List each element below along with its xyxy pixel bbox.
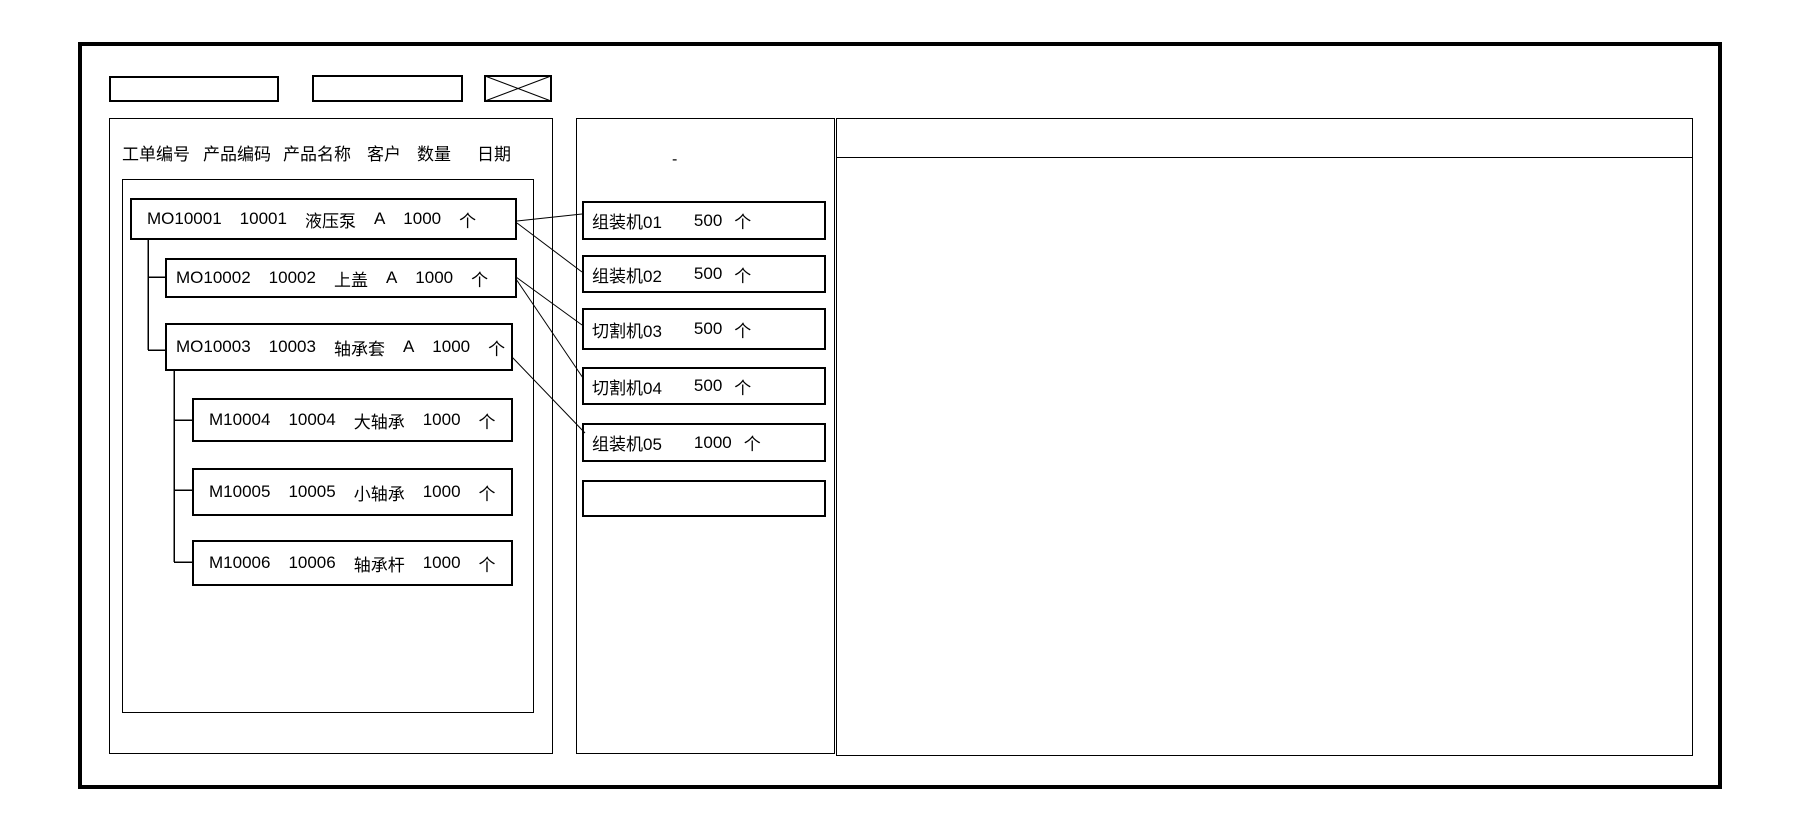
workcenter-name: 切割机04 <box>592 378 662 398</box>
product-name: 大轴承 <box>353 412 405 432</box>
customer: A <box>402 337 415 356</box>
work-order-node[interactable]: M10006 10006 轴承杆 1000 个 <box>192 540 513 586</box>
customer: A <box>385 268 398 287</box>
column-header-customer: 客户 <box>367 144 401 164</box>
order-no: M10004 <box>209 410 271 429</box>
work-order-node[interactable]: MO10002 10002 上盖 A 1000 个 <box>165 258 517 298</box>
workcenter-qty: 500 <box>693 376 723 395</box>
workcenter-qty: 1000 <box>693 432 732 452</box>
product-name: 上盖 <box>333 270 368 290</box>
quantity: 1000 <box>422 482 461 501</box>
product-code: 10005 <box>288 482 336 501</box>
product-code: 10001 <box>239 209 287 228</box>
product-code: 10003 <box>268 337 316 356</box>
note-dash: - <box>672 151 678 168</box>
workcenter-item[interactable]: 组装机02 500 个 <box>582 255 826 293</box>
workcenter-item[interactable]: 切割机03 500 个 <box>582 308 826 350</box>
unit: 个 <box>488 339 506 359</box>
workcenter-item[interactable]: 组装机05 1000 个 <box>582 423 826 462</box>
column-header-product-name: 产品名称 <box>283 144 351 164</box>
quantity: 1000 <box>415 268 454 287</box>
product-code: 10006 <box>288 553 336 572</box>
column-header-row: 工单编号 产品编码 产品名称 客户 数量 日期 <box>122 140 511 164</box>
workcenter-qty: 500 <box>693 319 723 338</box>
order-no: MO10001 <box>147 209 222 228</box>
workcenter-item-empty[interactable] <box>582 480 826 517</box>
product-code: 10002 <box>268 268 316 287</box>
workcenter-qty: 500 <box>693 264 723 283</box>
unit: 个 <box>471 270 489 290</box>
order-no: MO10003 <box>176 337 251 356</box>
quantity: 1000 <box>422 410 461 429</box>
workcenter-unit: 个 <box>743 435 761 454</box>
column-header-order-no: 工单编号 <box>122 144 190 164</box>
column-header-product-code: 产品编码 <box>203 144 271 164</box>
unit: 个 <box>478 484 496 504</box>
product-code: 10004 <box>288 410 336 429</box>
work-order-node[interactable]: M10005 10005 小轴承 1000 个 <box>192 468 513 516</box>
toolbar-field-2[interactable] <box>312 75 463 102</box>
workcenter-unit: 个 <box>734 378 752 398</box>
toolbar-field-1[interactable] <box>109 76 279 102</box>
work-order-node[interactable]: MO10001 10001 液压泵 A 1000 个 <box>130 198 517 240</box>
workcenter-name: 组装机02 <box>592 266 662 286</box>
column-header-qty: 数量 <box>417 144 451 164</box>
workcenter-qty: 500 <box>693 210 723 230</box>
workcenter-unit: 个 <box>734 321 752 341</box>
workcenter-unit: 个 <box>734 213 752 232</box>
workcenter-item[interactable]: 组装机01 500 个 <box>582 201 826 240</box>
product-name: 小轴承 <box>353 484 405 504</box>
product-name: 轴承套 <box>333 339 385 359</box>
work-order-node[interactable]: MO10003 10003 轴承套 A 1000 个 <box>165 323 513 371</box>
quantity: 1000 <box>422 553 461 572</box>
workcenter-item[interactable]: 切割机04 500 个 <box>582 367 826 405</box>
detail-header-divider <box>837 157 1692 158</box>
column-header-date: 日期 <box>477 144 511 164</box>
customer: A <box>373 209 386 228</box>
order-no: MO10002 <box>176 268 251 287</box>
quantity: 1000 <box>403 209 442 228</box>
detail-panel <box>836 118 1693 756</box>
quantity: 1000 <box>432 337 471 356</box>
order-no: M10005 <box>209 482 271 501</box>
crossed-box-icon[interactable] <box>484 75 552 102</box>
product-name: 液压泵 <box>304 211 356 231</box>
workcenter-unit: 个 <box>734 266 752 286</box>
workcenter-name: 组装机05 <box>592 435 662 454</box>
unit: 个 <box>459 211 477 231</box>
unit: 个 <box>478 412 496 432</box>
order-no: M10006 <box>209 553 271 572</box>
work-order-node[interactable]: M10004 10004 大轴承 1000 个 <box>192 398 513 442</box>
workcenter-name: 组装机01 <box>592 213 662 232</box>
product-name: 轴承杆 <box>353 555 405 575</box>
workcenter-name: 切割机03 <box>592 321 662 341</box>
unit: 个 <box>478 555 496 575</box>
